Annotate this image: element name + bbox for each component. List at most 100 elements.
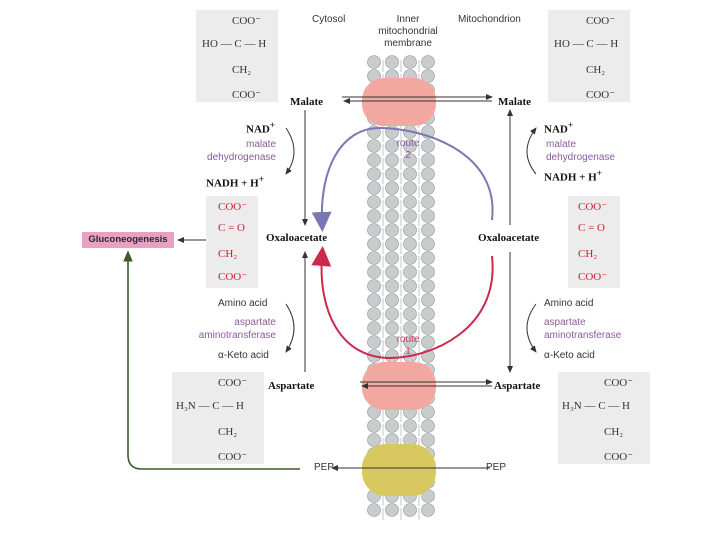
- lipid-head: [367, 209, 381, 223]
- lipid-head: [385, 223, 399, 237]
- lipid-head: [421, 503, 435, 517]
- lipid-head: [403, 265, 417, 279]
- amino-acid-label-mito: Amino acid: [544, 298, 594, 309]
- oxaloacetate-label-mito: Oxaloacetate: [478, 232, 540, 244]
- lipid-head: [367, 237, 381, 251]
- lipid-head: [367, 167, 381, 181]
- lipid-head: [385, 419, 399, 433]
- nad-label-mito: NAD+: [544, 120, 574, 136]
- nadh-label-mito: NADH + H+: [544, 168, 602, 184]
- mito-amino-curve: [526, 303, 537, 353]
- lipid-head: [367, 307, 381, 321]
- lipid-head: [403, 55, 417, 69]
- lipid-head: [403, 419, 417, 433]
- lipid-head: [403, 503, 417, 517]
- lipid-head: [367, 503, 381, 517]
- lipid-head: [421, 181, 435, 195]
- oxaloacetate-label-cytosol: Oxaloacetate: [266, 232, 328, 244]
- keto-acid-label-cytosol: α-Keto acid: [218, 350, 269, 361]
- lipid-head: [367, 433, 381, 447]
- lipid-head: [367, 419, 381, 433]
- cytosol-label: Cytosol: [312, 14, 346, 25]
- lipid-head: [421, 55, 435, 69]
- lipid-head: [385, 335, 399, 349]
- aspartate-structure-mito: COO⁻ H₃N — C — H CH₂ COO⁻: [558, 372, 650, 464]
- cytosol-amino-curve: [285, 303, 295, 353]
- lipid-head: [421, 419, 435, 433]
- lipid-head: [367, 55, 381, 69]
- lipid-head: [421, 433, 435, 447]
- lipid-head: [421, 307, 435, 321]
- lipid-head: [385, 307, 399, 321]
- malate-structure-cytosol: COO⁻ HO — C — H CH₂ COO⁻: [196, 10, 278, 102]
- malate-label-cytosol: Malate: [290, 96, 323, 108]
- route-2-arc: [311, 126, 494, 232]
- aspartate-structure-cytosol: COO⁻ H₃N — C — H CH₂ COO⁻: [172, 372, 264, 464]
- lipid-head: [385, 265, 399, 279]
- lipid-head: [367, 321, 381, 335]
- lipid-head: [367, 279, 381, 293]
- lipid-head: [403, 321, 417, 335]
- lipid-head: [421, 195, 435, 209]
- pep-transporter: [362, 444, 436, 496]
- lipid-head: [421, 209, 435, 223]
- aspartate-exchange-arrow: [360, 379, 493, 389]
- lipid-head: [367, 251, 381, 265]
- gluconeogenesis-box: Gluconeogenesis: [82, 232, 174, 248]
- oxaloacetate-structure-mito: COO⁻ C = O CH₂ COO⁻: [568, 196, 620, 288]
- lipid-head: [421, 223, 435, 237]
- route-1-arc: [311, 246, 494, 360]
- lipid-head: [403, 209, 417, 223]
- malate-structure-mito: COO⁻ HO — C — H CH₂ COO⁻: [548, 10, 630, 102]
- mitochondrion-label: Mitochondrion: [458, 14, 521, 25]
- lipid-head: [403, 195, 417, 209]
- aspartate-label-cytosol: Aspartate: [268, 380, 315, 392]
- lipid-head: [421, 69, 435, 83]
- lipid-head: [367, 223, 381, 237]
- mito-nad-curve: [526, 127, 537, 175]
- malate-transporter: [362, 78, 436, 126]
- nad-label-cytosol: NAD+: [246, 120, 276, 136]
- lipid-head: [403, 181, 417, 195]
- lipid-head: [367, 335, 381, 349]
- lipid-head: [421, 405, 435, 419]
- lipid-head: [403, 251, 417, 265]
- aspartate-label-mito: Aspartate: [494, 380, 541, 392]
- lipid-head: [403, 139, 417, 153]
- lipid-head: [421, 265, 435, 279]
- lipid-head: [385, 139, 399, 153]
- lipid-head: [385, 167, 399, 181]
- lipid-head: [403, 279, 417, 293]
- lipid-head: [367, 195, 381, 209]
- lipid-head: [367, 265, 381, 279]
- lipid-head: [421, 321, 435, 335]
- lipid-head: [385, 55, 399, 69]
- lipid-head: [367, 153, 381, 167]
- pep-label-mito: PEP: [486, 462, 507, 473]
- lipid-head: [403, 223, 417, 237]
- lipid-head: [403, 307, 417, 321]
- lipid-head: [421, 139, 435, 153]
- lipid-head: [403, 153, 417, 167]
- lipid-head: [385, 321, 399, 335]
- keto-acid-label-mito: α-Keto acid: [544, 350, 595, 361]
- lipid-head: [421, 167, 435, 181]
- lipid-head: [385, 251, 399, 265]
- lipid-head: [421, 279, 435, 293]
- lipid-head: [385, 279, 399, 293]
- lipid-head: [421, 237, 435, 251]
- lipid-head: [385, 237, 399, 251]
- oxaloacetate-structure-cytosol: COO⁻ C = O CH₂ COO⁻: [206, 196, 258, 288]
- lipid-head: [385, 181, 399, 195]
- lipid-head: [403, 335, 417, 349]
- lipid-head: [385, 209, 399, 223]
- pep-label-cytosol: PEP: [314, 462, 335, 473]
